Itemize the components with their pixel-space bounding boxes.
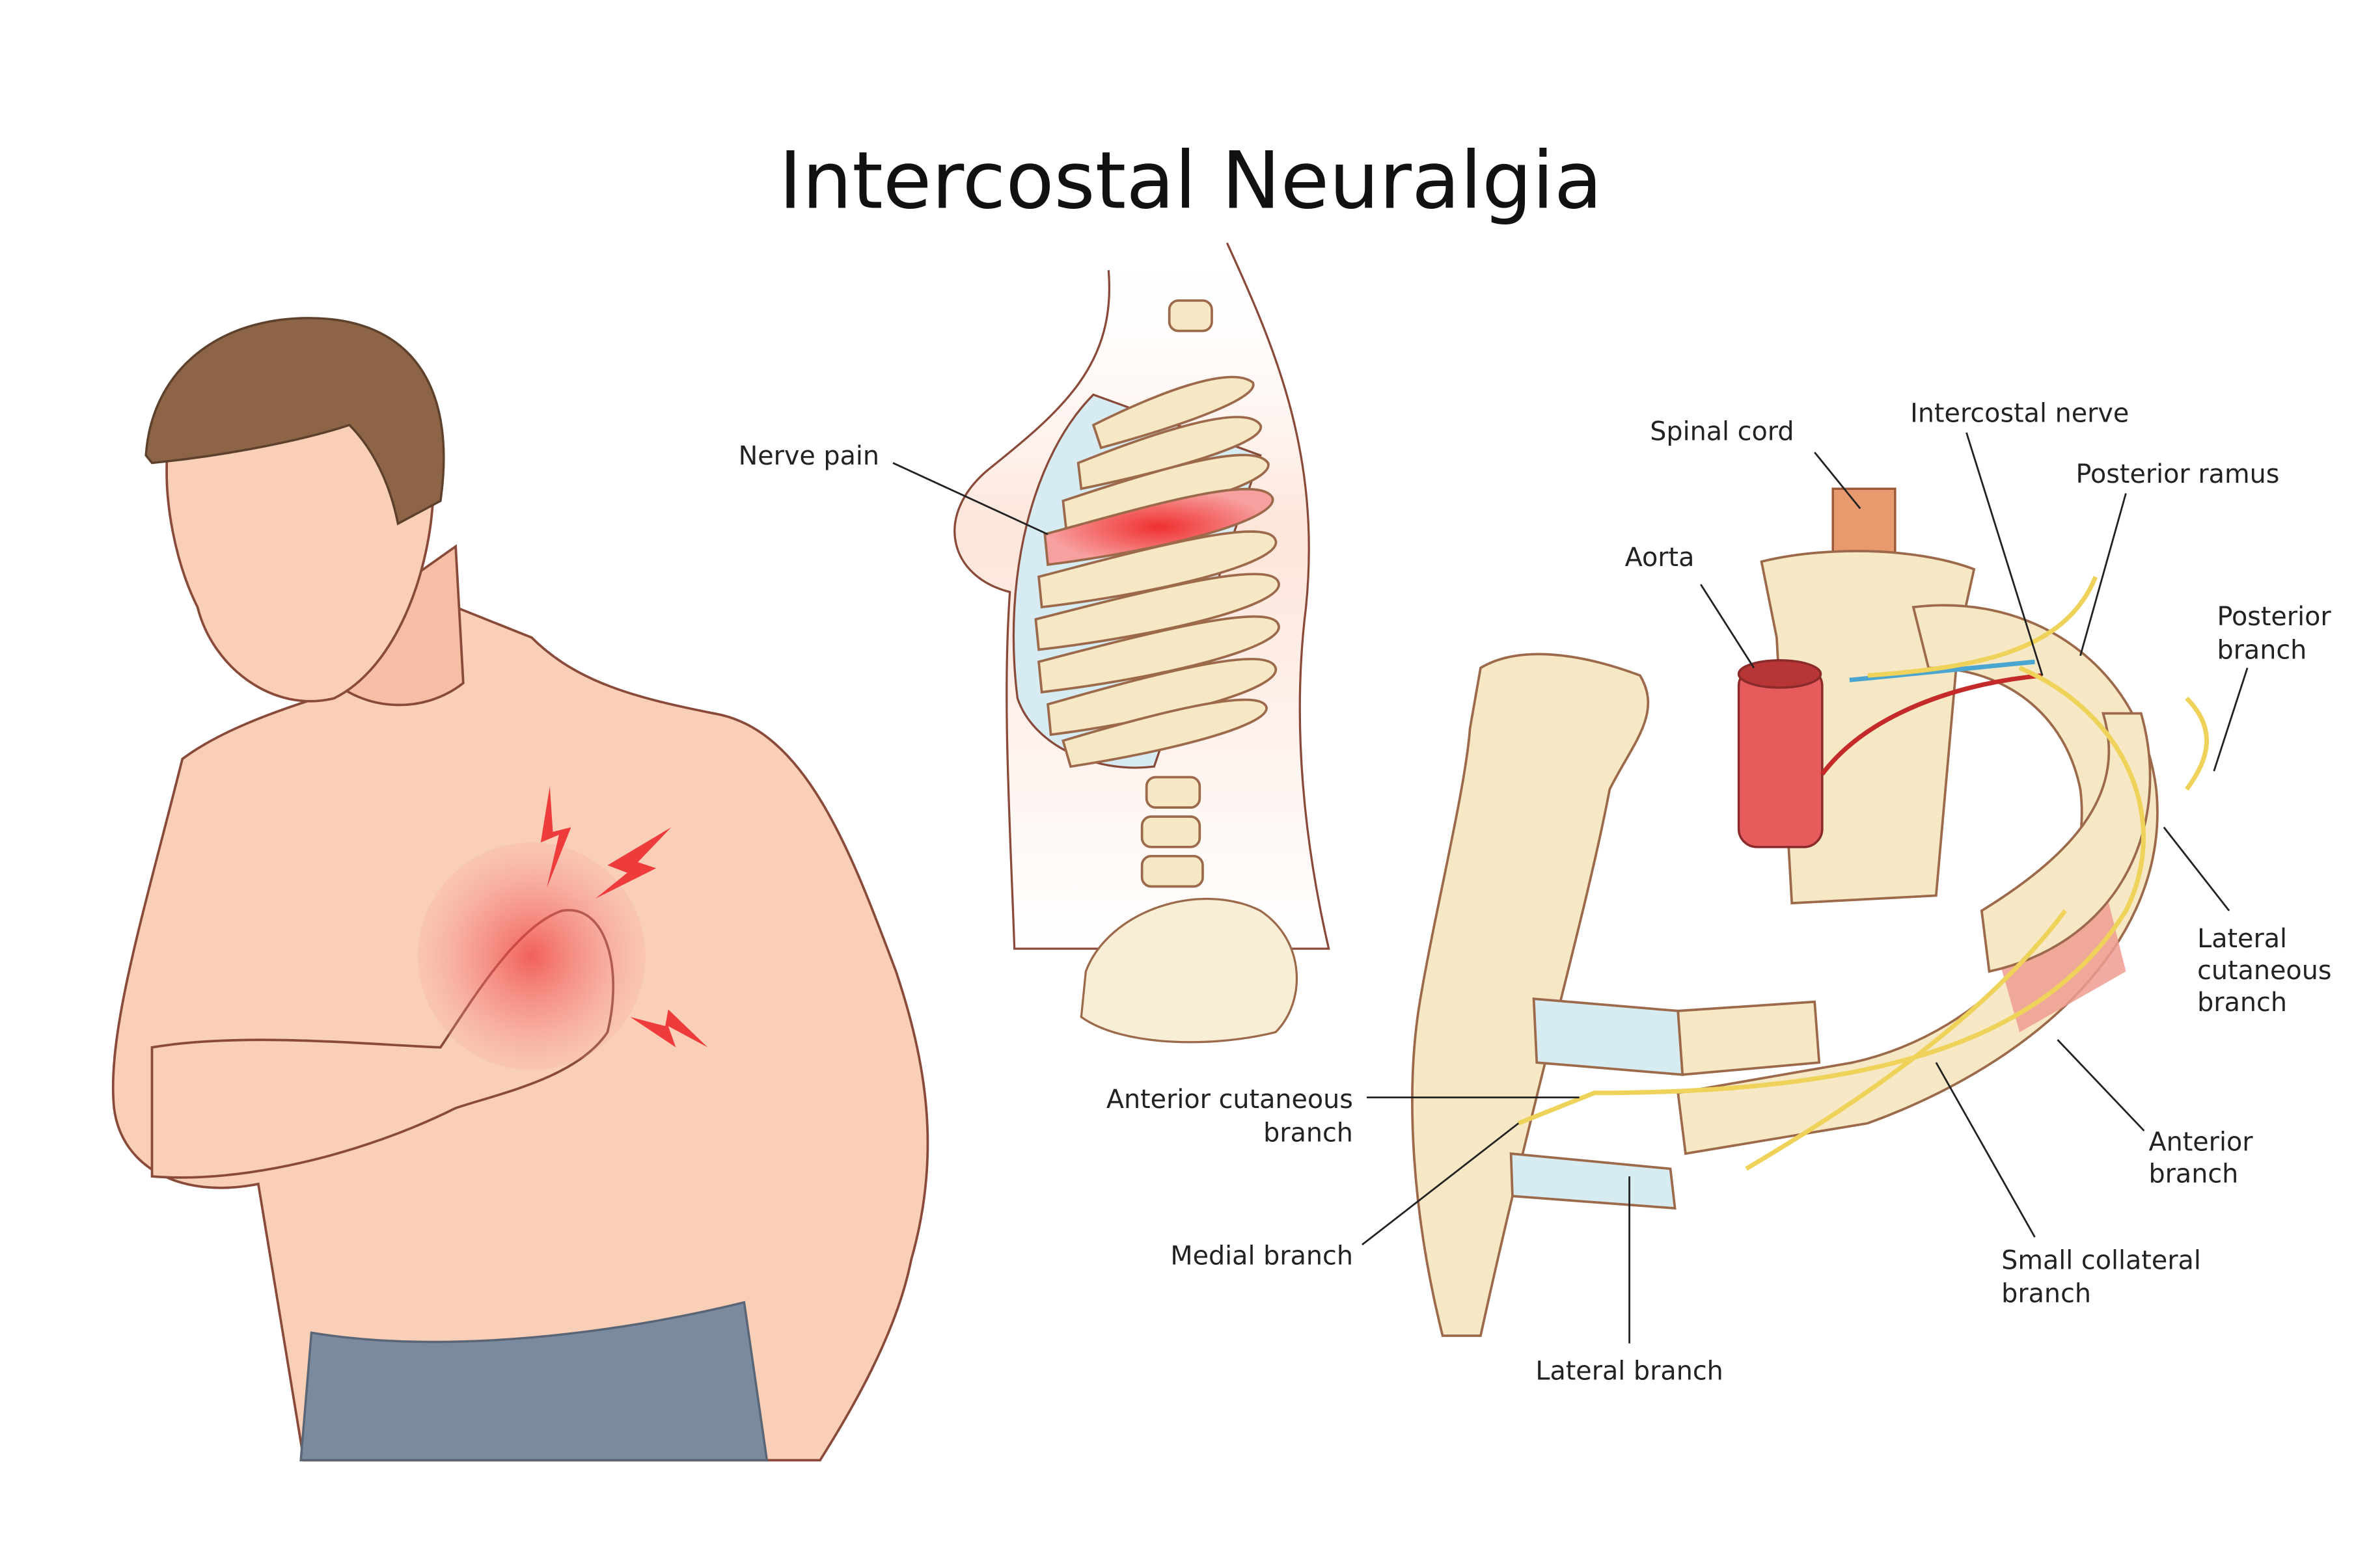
spine	[1140, 299, 1213, 888]
sternum	[1411, 653, 1650, 1337]
aorta	[1737, 666, 1824, 848]
hair	[144, 317, 445, 526]
label-lateral-branch: Lateral branch	[1535, 1357, 1723, 1386]
man-illustration	[111, 317, 929, 1462]
label-nerve-pain: Nerve pain	[739, 441, 879, 471]
label-intercostal-nerve: Intercostal nerve	[1910, 399, 2129, 429]
pelvis	[1080, 897, 1298, 1044]
leader-lines	[892, 432, 2249, 1344]
pants	[299, 1301, 769, 1462]
intercostal-anatomy-illustration	[1411, 487, 2209, 1337]
intercostal-vessel	[1849, 659, 2035, 683]
intercostal-artery	[1820, 673, 2043, 776]
lightning-icon	[630, 1009, 708, 1048]
lightning-icon	[595, 827, 672, 899]
cartilage-end	[1677, 1000, 1821, 1076]
label-spinal-cord: Spinal cord	[1650, 417, 1794, 447]
side-torso-illustration	[953, 242, 1330, 1044]
costal-cartilage	[1532, 997, 1684, 1076]
lightning-icon	[540, 786, 571, 888]
label-aorta: Aorta	[1625, 543, 1695, 573]
ribs	[1034, 375, 1280, 768]
label-medial-branch: Medial branch	[1170, 1241, 1353, 1271]
rib-lower	[1980, 712, 2152, 973]
costal-cartilage	[1509, 1152, 1677, 1210]
pain-glow	[417, 842, 646, 1070]
intercostal-nerve	[1517, 576, 2209, 1171]
label-posterior-ramus: Posterior ramus	[2075, 459, 2279, 489]
page-title: Intercostal Neuralgia	[779, 135, 1602, 227]
